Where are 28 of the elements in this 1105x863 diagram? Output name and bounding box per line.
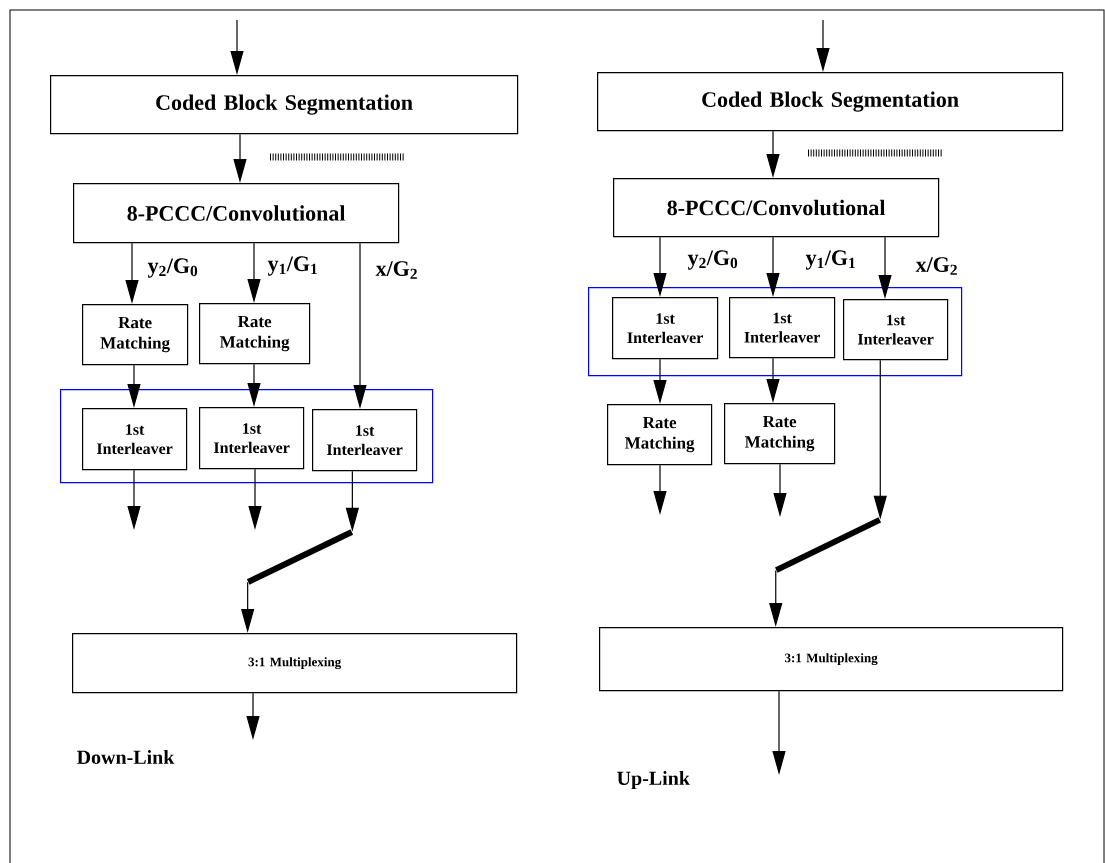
process-box: Coded Block Segmentation [597, 72, 1064, 132]
edge-label: x/G$_{2}$ [374, 260, 420, 280]
process-box: 1st Interleaver [82, 408, 188, 471]
group-frame [60, 389, 434, 484]
edge-label: y$_{1}$/G$_{1}$ [804, 249, 858, 271]
process-box: Rate Matching [82, 304, 189, 366]
process-box: 1st Interleaver [729, 297, 836, 359]
process-box: 8-PCCC/Convolutional [613, 178, 940, 238]
process-box: 1st Interleaver [199, 407, 305, 470]
process-box: 8-PCCC/Convolutional [73, 183, 400, 244]
process-box: 1st Interleaver [612, 297, 719, 360]
edge-label: y$_{2}$/G$_{0}$ [146, 257, 200, 279]
edge-label: y$_{2}$/G$_{0}$ [686, 249, 740, 271]
switch-bar [246, 529, 354, 585]
process-box: 3:1 Multiplexing [72, 633, 518, 694]
link-caption: Down-Link [76, 749, 175, 765]
process-box: 1st Interleaver [312, 409, 418, 472]
process-box: Rate Matching [607, 404, 713, 466]
edge-label: y$_{1}$/G$_{1}$ [266, 255, 320, 277]
process-box: Coded Block Segmentation [50, 75, 519, 135]
process-box: 3:1 Multiplexing [599, 627, 1064, 692]
process-box: Rate Matching [199, 303, 311, 365]
edge-label: x/G$_{2}$ [914, 256, 960, 276]
switch-bar [775, 517, 882, 573]
process-box: 1st Interleaver [843, 299, 949, 361]
group-frame [588, 287, 963, 377]
process-box: Rate Matching [724, 403, 836, 465]
link-caption: Up-Link [617, 770, 690, 790]
